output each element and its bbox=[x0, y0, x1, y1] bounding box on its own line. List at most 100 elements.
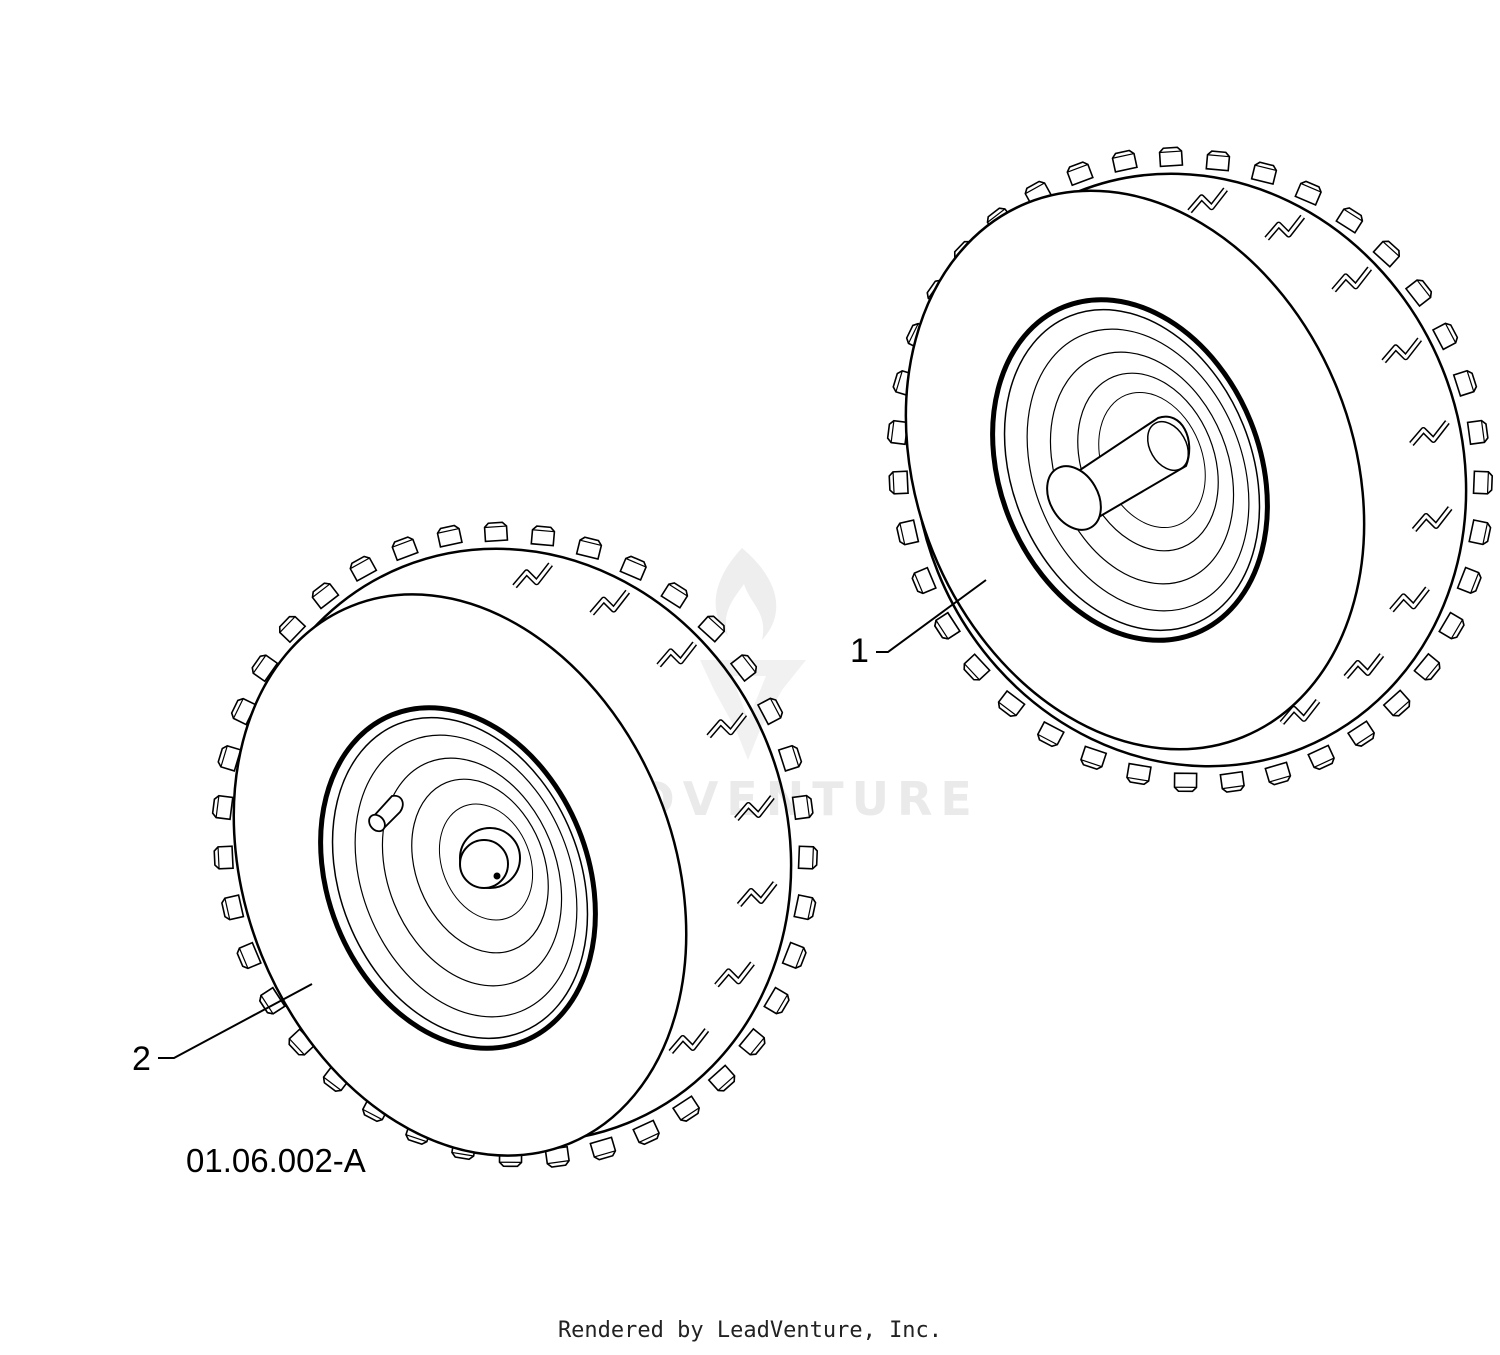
tread-lug bbox=[911, 566, 937, 595]
tread-lug bbox=[1431, 322, 1459, 351]
tread-chevron bbox=[1344, 654, 1383, 678]
tread-chevron bbox=[1187, 187, 1228, 214]
tread-chevron bbox=[1409, 420, 1450, 446]
tread-lug bbox=[1466, 419, 1489, 446]
tread-chevron bbox=[512, 562, 553, 589]
tread-lug bbox=[1335, 207, 1364, 234]
tread-chevron bbox=[669, 1029, 708, 1053]
tread-lug bbox=[934, 611, 961, 640]
tread-lug bbox=[729, 654, 758, 683]
tread-lug bbox=[213, 845, 234, 870]
tread-lug bbox=[1264, 761, 1292, 786]
wheel-1-tread bbox=[886, 146, 1494, 793]
tread-lug bbox=[793, 894, 817, 921]
tread-chevron bbox=[1280, 699, 1320, 724]
tread-lug bbox=[349, 555, 378, 583]
tread-chevron bbox=[656, 641, 698, 668]
leader-line-2 bbox=[158, 983, 313, 1059]
tread-chevron bbox=[1331, 266, 1373, 293]
tread-lug bbox=[391, 536, 419, 562]
tread-chevron bbox=[1381, 337, 1423, 364]
figure-id: 01.06.002-A bbox=[186, 1142, 366, 1179]
tread-lug bbox=[791, 794, 814, 821]
tread-chevron bbox=[737, 882, 777, 906]
tread-chevron bbox=[1264, 214, 1306, 241]
tread-chevron bbox=[1343, 653, 1385, 679]
tread-lug bbox=[1158, 146, 1184, 168]
tread-lug bbox=[1382, 689, 1411, 717]
tread-lug bbox=[777, 744, 803, 772]
tread-chevron bbox=[1389, 586, 1430, 613]
wheel-1-rim bbox=[990, 297, 1270, 643]
tread-lug bbox=[671, 1095, 700, 1122]
tread-chevron bbox=[1265, 215, 1304, 240]
wheel-2-valve-stem bbox=[368, 794, 404, 833]
tread-lug bbox=[797, 845, 819, 870]
tread-lug bbox=[288, 1028, 316, 1056]
tread-chevron bbox=[657, 642, 696, 667]
tread-lug bbox=[963, 653, 991, 681]
wheel-1-axle bbox=[1046, 415, 1191, 531]
tread-chevron bbox=[668, 1028, 710, 1054]
tread-lug bbox=[756, 697, 784, 726]
tread-lug bbox=[1126, 762, 1152, 786]
leader-line-1 bbox=[876, 579, 987, 653]
tread-chevron bbox=[1390, 587, 1429, 612]
wheel-2-rim bbox=[318, 705, 598, 1051]
tread-lug bbox=[888, 470, 909, 495]
tread-lug bbox=[1173, 772, 1198, 793]
tread-lug bbox=[886, 419, 909, 446]
tread-lug bbox=[1294, 180, 1322, 207]
callout-1[interactable]: 1 bbox=[850, 632, 869, 670]
tread-chevron bbox=[735, 796, 774, 820]
tread-lug bbox=[1205, 150, 1231, 172]
tread-lug bbox=[483, 521, 509, 543]
tread-chevron bbox=[1332, 267, 1371, 292]
tread-lug bbox=[1250, 161, 1278, 186]
tread-chevron bbox=[714, 961, 755, 988]
tread-lug bbox=[1372, 240, 1401, 268]
tread-lug bbox=[251, 654, 279, 683]
tread-lug bbox=[211, 794, 234, 821]
tread-lug bbox=[259, 986, 286, 1015]
tread-lug bbox=[236, 941, 262, 970]
tread-chevron bbox=[1412, 507, 1452, 531]
tread-chevron bbox=[1410, 421, 1449, 445]
tread-lug bbox=[278, 615, 307, 644]
tread-chevron bbox=[513, 563, 552, 588]
tread-lug bbox=[896, 519, 920, 546]
tread-lug bbox=[1111, 149, 1138, 173]
tread-lug bbox=[436, 524, 463, 548]
tread-chevron bbox=[715, 962, 754, 987]
tread-chevron bbox=[1411, 506, 1453, 532]
tread-chevron bbox=[707, 713, 746, 738]
tread-lug bbox=[660, 582, 689, 609]
tread-lug bbox=[997, 689, 1026, 718]
tread-lug bbox=[575, 536, 603, 561]
tread-lug bbox=[1219, 770, 1245, 793]
tread-lug bbox=[1036, 720, 1065, 748]
tread-lug bbox=[1456, 566, 1482, 594]
footer-credit: Rendered by LeadVenture, Inc. bbox=[557, 1318, 943, 1343]
tread-lug bbox=[1404, 279, 1433, 308]
tread-lug bbox=[1066, 161, 1094, 187]
tread-lug bbox=[589, 1136, 617, 1161]
tread-chevron bbox=[736, 881, 778, 907]
tread-lug bbox=[1413, 652, 1441, 681]
callout-2[interactable]: 2 bbox=[132, 1040, 151, 1078]
wheel-2-tread bbox=[211, 521, 819, 1168]
tread-lug bbox=[1438, 611, 1465, 640]
tread-chevron bbox=[1382, 338, 1421, 363]
tread-lug bbox=[1472, 470, 1494, 495]
tread-lug bbox=[1307, 744, 1335, 771]
tread-lug bbox=[1346, 720, 1375, 747]
tread-lug bbox=[707, 1064, 736, 1092]
wheel-2-hub bbox=[459, 827, 521, 889]
tread-lug bbox=[763, 986, 790, 1015]
tread-lug bbox=[1452, 369, 1478, 397]
tread-lug bbox=[1468, 519, 1492, 546]
tread-lug bbox=[781, 941, 807, 969]
tread-lug bbox=[1080, 745, 1108, 771]
tread-chevron bbox=[589, 589, 631, 616]
